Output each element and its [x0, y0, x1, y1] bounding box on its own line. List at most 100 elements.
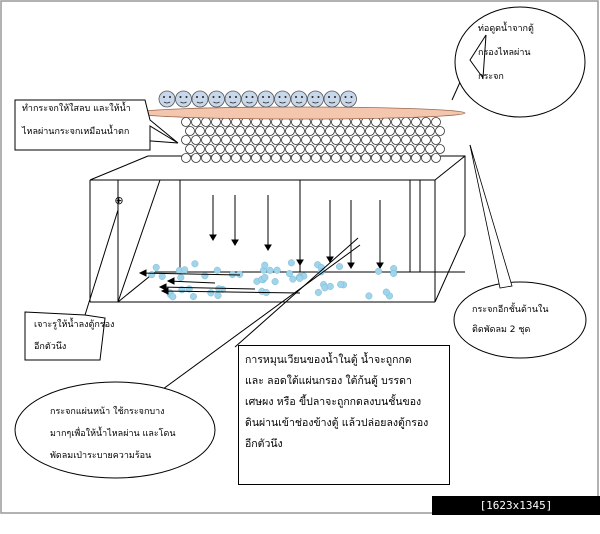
media-ball — [295, 144, 305, 154]
media-ball — [361, 135, 371, 145]
water-bubble — [273, 266, 281, 274]
media-ball — [221, 135, 231, 145]
face-mouth — [180, 101, 187, 104]
water-bubble — [152, 263, 160, 271]
left-arrow-head — [160, 287, 169, 295]
media-ball — [271, 153, 281, 163]
callout-front-glass-line-3: พัดลมเป่าระบายความร้อน — [50, 451, 152, 461]
inner-floor-edge — [117, 271, 156, 303]
media-ball — [275, 126, 285, 136]
media-ball — [415, 126, 425, 136]
media-ball — [391, 135, 401, 145]
media-ball — [225, 144, 235, 154]
media-ball — [275, 144, 285, 154]
face-mouth — [262, 101, 270, 104]
media-ball — [371, 117, 381, 127]
suction-pipe — [134, 106, 466, 120]
media-ball — [371, 135, 381, 145]
media-ball — [351, 153, 361, 163]
media-ball — [191, 117, 201, 127]
media-ball — [361, 153, 371, 163]
face-eye — [344, 96, 347, 98]
face-icon — [340, 90, 357, 108]
face-eye — [229, 96, 231, 98]
media-ball — [261, 153, 271, 163]
media-ball — [205, 144, 215, 154]
down-arrow-head — [347, 262, 355, 269]
media-ball — [185, 144, 195, 154]
water-bubble — [201, 272, 209, 280]
callout-pipe-text: ท่อดูดน้ำจากตู้ กรองไหลผ่าน กระจก — [478, 22, 534, 84]
leader-main-1 — [234, 237, 359, 348]
water-bubble — [314, 288, 322, 296]
media-ball — [181, 153, 191, 163]
callout-rear-glass-line-1: กระจกอีกชั้นด้านใน — [472, 305, 549, 315]
water-bubble — [266, 266, 274, 274]
media-ball — [355, 144, 365, 154]
face-eye — [235, 96, 237, 98]
media-ball — [305, 126, 315, 136]
water-bubble — [382, 288, 390, 296]
water-bubble — [169, 293, 177, 301]
face-circle — [307, 90, 324, 108]
media-ball — [321, 153, 331, 163]
media-ball — [215, 126, 225, 136]
media-ball — [195, 126, 205, 136]
tank-diagram: ⊕ — [0, 0, 599, 514]
water-bubble — [317, 268, 325, 276]
water-bubble — [207, 289, 215, 297]
left-flow-arrows — [138, 269, 301, 295]
description-line-4: ดินผ่านเข้าช่องข้างตู้ แล้วปล่อยลงตู้กรอ… — [245, 417, 429, 429]
face-eye — [328, 96, 330, 98]
face-circle — [208, 90, 225, 108]
media-ball — [401, 117, 411, 127]
description-line-2: และ ลอดใต้แผ่นกรอง ใต้ก้นตู้ บรรดา — [245, 375, 412, 387]
media-ball — [431, 117, 441, 127]
media-ball — [201, 135, 211, 145]
media-ball — [371, 153, 381, 163]
down-arrow-head — [326, 256, 334, 263]
description-line-1: การหมุนเวียนของน้ำในตู้ น้ำจะถูกกด — [245, 354, 412, 366]
callout-front-glass-line-2: มากๆเพื่อให้น้ำไหลผ่าน และโดน — [50, 429, 176, 439]
leader-hole — [84, 209, 119, 316]
face-eye — [179, 96, 182, 98]
media-ball — [411, 153, 421, 163]
callout-pipe-line-2: กรองไหลผ่าน — [478, 48, 531, 58]
media-ball — [385, 144, 395, 154]
media-ball — [235, 144, 245, 154]
callout-hole-box — [24, 311, 106, 361]
face-icon — [224, 90, 242, 108]
media-ball — [231, 153, 241, 163]
face-icon — [290, 90, 308, 108]
face-eye — [202, 96, 204, 98]
face-eye — [311, 96, 314, 98]
media-ball — [251, 135, 261, 145]
face-icon — [257, 90, 275, 108]
media-ball — [251, 153, 261, 163]
face-eye — [268, 96, 270, 98]
face-eye — [350, 96, 353, 98]
media-ball — [341, 153, 351, 163]
callout-rear-glass-bubble — [453, 281, 587, 359]
media-ball — [255, 144, 265, 154]
media-ball — [391, 153, 401, 163]
media-ball — [341, 135, 351, 145]
tank-front-rim — [90, 179, 436, 302]
callout-hole-text: เจาะรูให้น้ำลงตู้กรอง อีกตัวนึง — [34, 318, 114, 354]
media-ball — [311, 135, 321, 145]
face-icon — [191, 90, 209, 108]
callout-rear-glass-tail — [469, 144, 513, 289]
media-ball — [345, 144, 355, 154]
down-flow-arrows — [209, 195, 384, 269]
media-ball — [351, 135, 361, 145]
face-mouth — [213, 101, 220, 104]
media-ball — [261, 135, 271, 145]
face-row — [158, 90, 357, 108]
face-eye — [317, 96, 320, 98]
media-ball — [365, 144, 375, 154]
left-arrow-line — [167, 280, 216, 284]
media-ball — [395, 144, 405, 154]
water-bubble — [390, 269, 398, 277]
media-ball — [365, 126, 375, 136]
face-eye — [278, 96, 281, 98]
